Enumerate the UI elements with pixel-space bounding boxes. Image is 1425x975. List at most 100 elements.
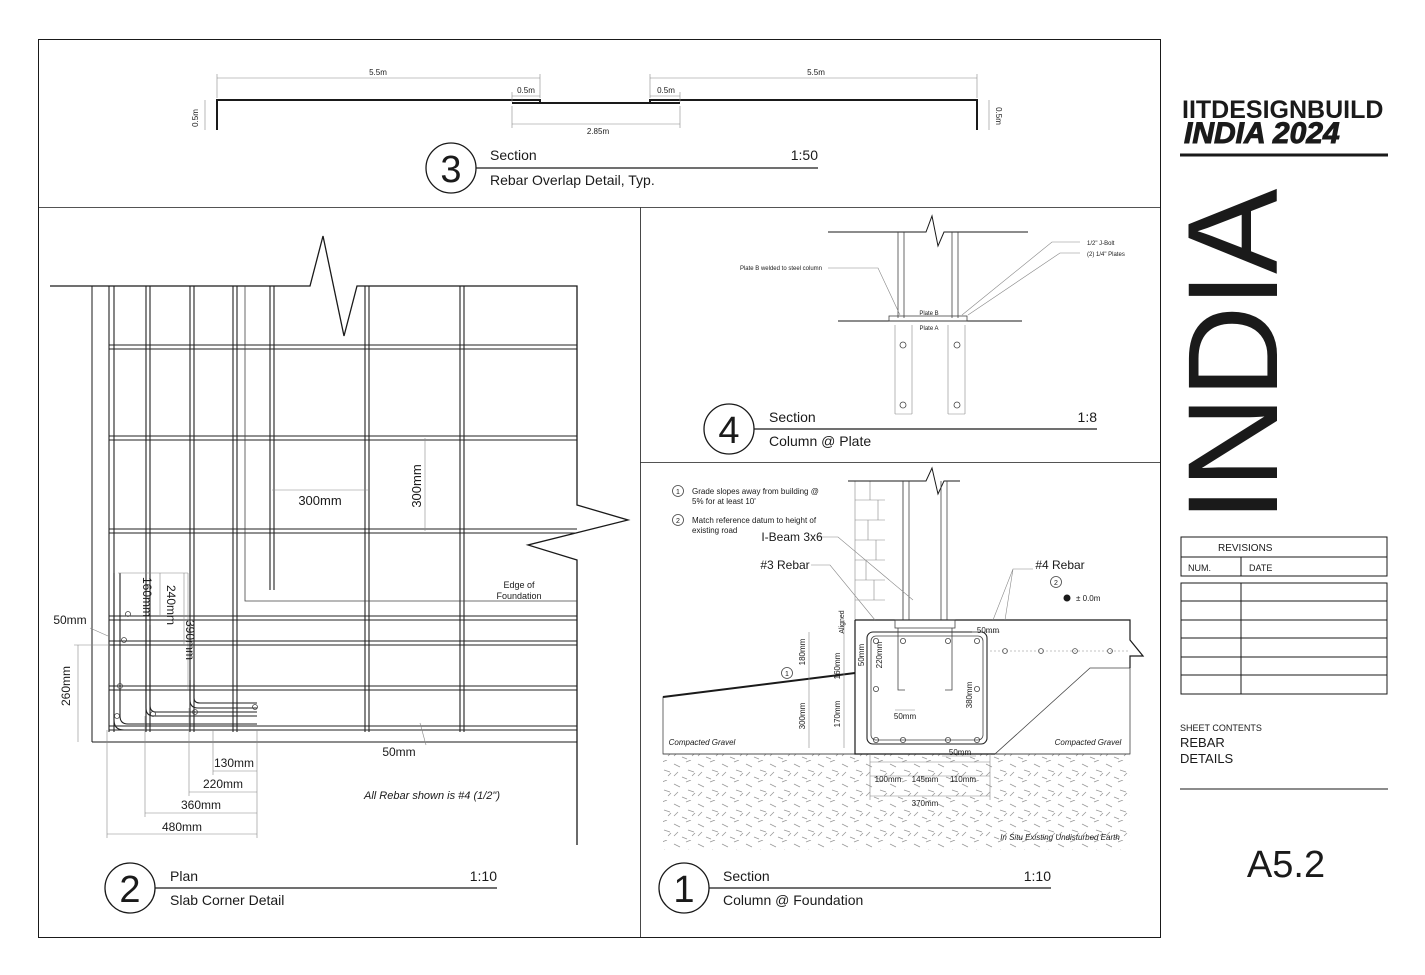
- dim-label: 260mm: [59, 666, 73, 706]
- detail-number: 1: [673, 869, 694, 911]
- foundation-section-drawing: 1 2: [662, 466, 1145, 850]
- detail-3-title: 3 Section 1:50 Rebar Overlap Detail, Typ…: [425, 142, 818, 194]
- detail-3-rebar-overlap: 5.5m 0.5m 0.5m 5.5m 0.5m 0.5m 2.85m 3 Se…: [191, 68, 1003, 194]
- detail-number: 2: [119, 869, 140, 911]
- undisturbed-earth: [663, 754, 1130, 850]
- dim-label: 480mm: [162, 820, 202, 834]
- dim-label: 220mm: [875, 641, 884, 668]
- detail-kind: Section: [723, 868, 770, 884]
- note-marker: 2: [1054, 580, 1058, 587]
- ibeam-label: I-Beam 3x6: [761, 530, 823, 544]
- india-vertical-wordmark: INDIA: [1162, 188, 1305, 522]
- dim-label: 240mm: [164, 585, 178, 625]
- title-block: IITDESIGNBUILD INDIA 2024 INDIA REVISION…: [1162, 96, 1388, 886]
- detail-name: Rebar Overlap Detail, Typ.: [490, 172, 655, 188]
- detail-scale: 1:10: [1024, 868, 1051, 884]
- rebar4-label: #4 Rebar: [1035, 558, 1084, 572]
- dim-label: 0.5m: [517, 86, 535, 95]
- dim-label: 130mm: [214, 756, 254, 770]
- dim-label: 110mm: [950, 775, 976, 784]
- dim-label: 300mm: [298, 493, 341, 508]
- plate-b-weld-label: Plate B welded to steel column: [740, 266, 822, 272]
- detail-number: 3: [440, 149, 461, 191]
- revisions-col-date: DATE: [1249, 563, 1272, 573]
- datum-label: ± 0.0m: [1076, 594, 1101, 603]
- rebar-note: All Rebar shown is #4 (1/2"): [363, 790, 500, 802]
- dim-label: 50mm: [53, 613, 86, 627]
- note-text: existing road: [692, 526, 737, 535]
- detail-1-column-foundation: 1 Grade slopes away from building @ 5% f…: [658, 466, 1145, 914]
- dim-label: 5.5m: [807, 68, 825, 77]
- revisions-table: REVISIONS NUM. DATE: [1180, 536, 1388, 695]
- dim-label: 50mm: [857, 644, 866, 667]
- detail-kind: Section: [490, 147, 537, 163]
- dim-label: 0.5m: [191, 109, 200, 127]
- detail-4-title: 4 Section 1:8 Column @ Plate: [703, 403, 1098, 455]
- detail-2-slab-corner: 300mm 300mm 160mm 240mm 390mm 50mm 260mm…: [50, 235, 631, 914]
- datum-symbol: [1063, 594, 1071, 602]
- dim-label: 160mm: [140, 577, 154, 617]
- earth-label: In Situ Existing Undisturbed Earth: [1000, 833, 1120, 842]
- dim-label: 50mm: [382, 745, 415, 759]
- edge-label: Foundation: [496, 591, 541, 601]
- note-number: 2: [676, 518, 680, 525]
- plate-a-label: Plate A: [919, 326, 938, 332]
- dim-label: 0.5m: [657, 86, 675, 95]
- dim-label: 170mm: [833, 700, 842, 727]
- dim-label: 300mm: [798, 702, 807, 729]
- dim-label: 380mm: [965, 681, 974, 708]
- dim-label: 390mm: [183, 620, 197, 660]
- dim-label: 360mm: [181, 798, 221, 812]
- slab-outline: [50, 235, 631, 845]
- note-text: 5% for at least 10': [692, 497, 756, 506]
- aligned-label: Aligned: [839, 610, 846, 633]
- edge-label: Edge of: [503, 580, 535, 590]
- sheet-number: A5.2: [1247, 844, 1325, 886]
- jbolt-label: 1/2" J-Bolt: [1087, 241, 1115, 247]
- detail-1-title: 1 Section 1:10 Column @ Foundation: [658, 862, 1051, 914]
- rebar-overlap-drawing: [204, 74, 990, 130]
- sheet-contents-label: SHEET CONTENTS: [1180, 723, 1262, 733]
- note-text: Grade slopes away from building @: [692, 487, 819, 496]
- gravel-label: Compacted Gravel: [1055, 738, 1122, 747]
- general-notes: 1 Grade slopes away from building @ 5% f…: [672, 485, 819, 535]
- detail-kind: Section: [769, 409, 816, 425]
- dim-label: 50mm: [949, 748, 972, 757]
- brand-name: IITDESIGNBUILD: [1182, 96, 1383, 124]
- detail-4-column-plate: 1/2" J-Bolt (2) 1/4" Plates Plate B weld…: [703, 214, 1125, 455]
- rebar-grid: [108, 286, 577, 732]
- detail-scale: 1:8: [1078, 409, 1098, 425]
- dim-label: 160mm: [833, 652, 842, 679]
- note-text: Match reference datum to height of: [692, 516, 817, 525]
- sheet-contents-line: DETAILS: [1180, 751, 1234, 766]
- dim-label: 5.5m: [369, 68, 387, 77]
- revisions-col-num: NUM.: [1188, 563, 1211, 573]
- dim-label: 370mm: [912, 799, 939, 808]
- plates-label: (2) 1/4" Plates: [1087, 252, 1125, 258]
- dim-label: 220mm: [203, 777, 243, 791]
- detail-scale: 1:10: [470, 868, 497, 884]
- revisions-title: REVISIONS: [1218, 543, 1273, 554]
- dim-label: 50mm: [977, 626, 1000, 635]
- dim-label: 0.5m: [994, 107, 1003, 125]
- plate-b-label: Plate B: [919, 311, 938, 317]
- sheet-contents-line: REBAR: [1180, 735, 1225, 750]
- detail-scale: 1:50: [791, 147, 818, 163]
- dim-label: 300mm: [409, 464, 424, 507]
- dim-label: 180mm: [798, 638, 807, 665]
- dim-label: 2.85m: [587, 127, 610, 136]
- detail-name: Column @ Plate: [769, 433, 871, 449]
- note-marker: 1: [785, 671, 789, 678]
- detail-name: Slab Corner Detail: [170, 892, 284, 908]
- gravel-label: Compacted Gravel: [669, 738, 736, 747]
- dim-label: 100mm: [875, 775, 902, 784]
- column-plate-drawing: [828, 214, 1080, 415]
- dim-label: 145mm: [912, 775, 939, 784]
- dim-label: 50mm: [894, 712, 917, 721]
- detail-number: 4: [718, 410, 739, 452]
- brand-edition: INDIA 2024: [1184, 117, 1340, 150]
- detail-kind: Plan: [170, 868, 198, 884]
- detail-2-title: 2 Plan 1:10 Slab Corner Detail: [104, 862, 497, 914]
- sheet-frame: [38, 39, 1161, 938]
